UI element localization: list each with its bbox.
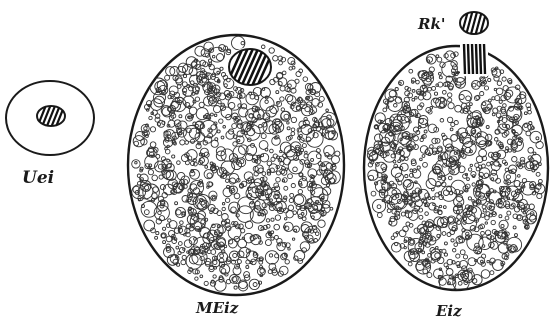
- label-polar-body: Rk': [417, 15, 445, 33]
- primordial-egg-nucleus: [37, 106, 65, 126]
- spindle-fiber: [464, 44, 465, 74]
- spindle-chromosomes: [460, 40, 488, 76]
- spindle-fiber: [476, 44, 477, 74]
- spindle-fiber: [468, 44, 469, 74]
- label-maturing-egg: MEiz: [195, 299, 239, 317]
- label-mature-egg: Eiz: [435, 302, 462, 320]
- spindle-fiber: [480, 44, 481, 74]
- polar-body: [460, 12, 488, 34]
- mature-egg: [364, 12, 548, 292]
- spindle-fiber: [484, 44, 485, 74]
- primordial-egg: [6, 81, 94, 155]
- label-primordial-egg: Uei: [22, 168, 54, 188]
- spindle-fiber: [472, 44, 473, 74]
- maturing-egg: [128, 35, 344, 295]
